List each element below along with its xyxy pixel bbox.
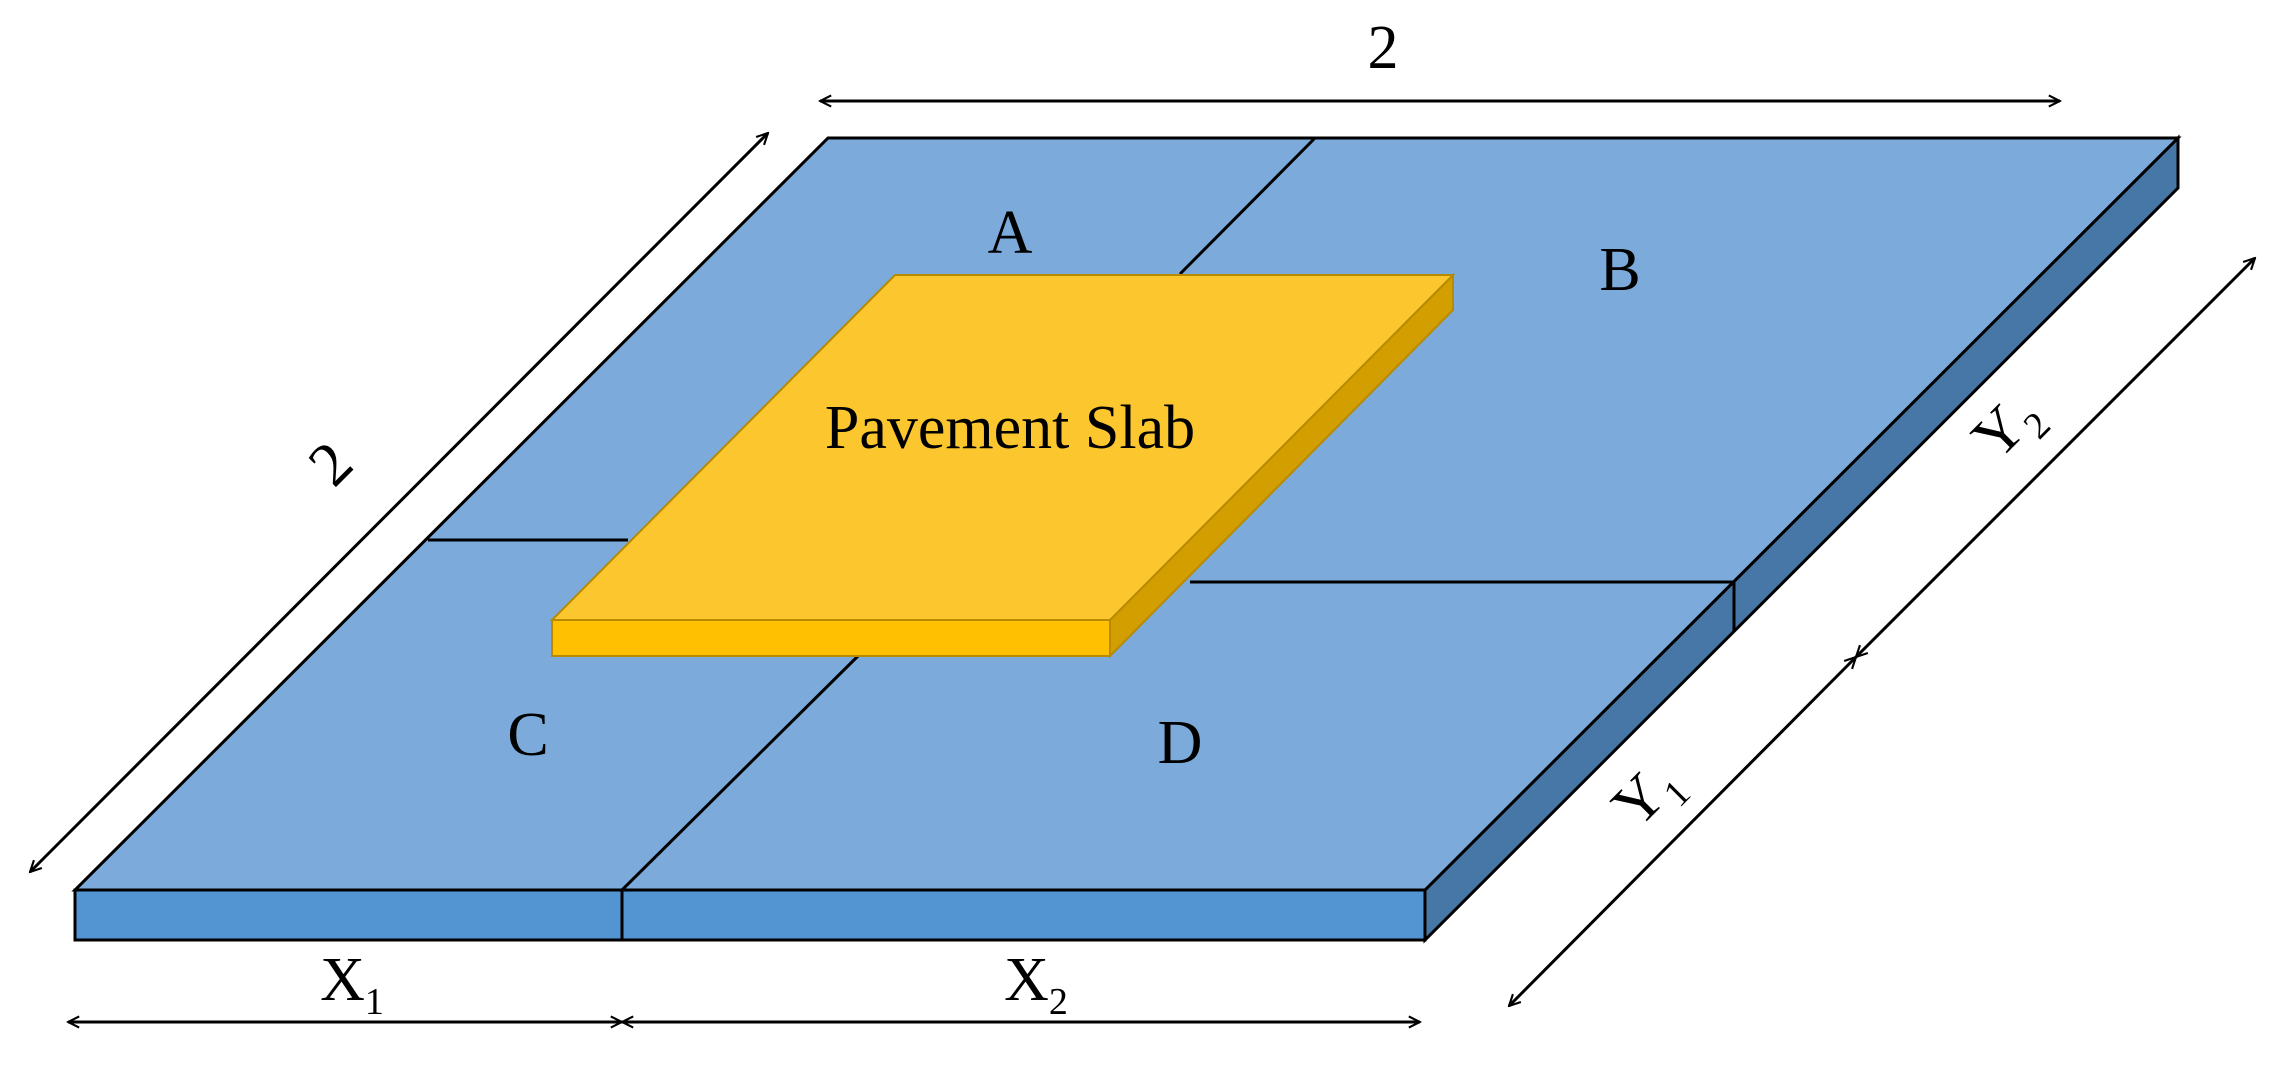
region-label-b: B	[1599, 236, 1640, 304]
dim-label-x1: X1	[320, 946, 384, 1023]
base-front-face-right	[620, 888, 1427, 942]
base-front-face-left	[73, 888, 624, 942]
slab-front-face	[551, 619, 1111, 657]
dim-label-y2: Y2	[1959, 379, 2059, 479]
region-label-d: D	[1158, 709, 1203, 777]
dim-arrow-left	[30, 133, 768, 872]
dim-label-left: 2	[296, 429, 366, 499]
dim-label-top: 2	[1368, 14, 1399, 82]
region-label-c: C	[507, 701, 548, 769]
slab-label: Pavement Slab	[825, 394, 1195, 462]
dim-label-x2: X2	[1004, 946, 1068, 1023]
divider-x-upper	[1178, 136, 1317, 276]
dim-arrow-y1	[1509, 657, 1856, 1006]
dim-arrow-y2	[1856, 258, 2255, 657]
region-label-a: A	[988, 199, 1033, 267]
